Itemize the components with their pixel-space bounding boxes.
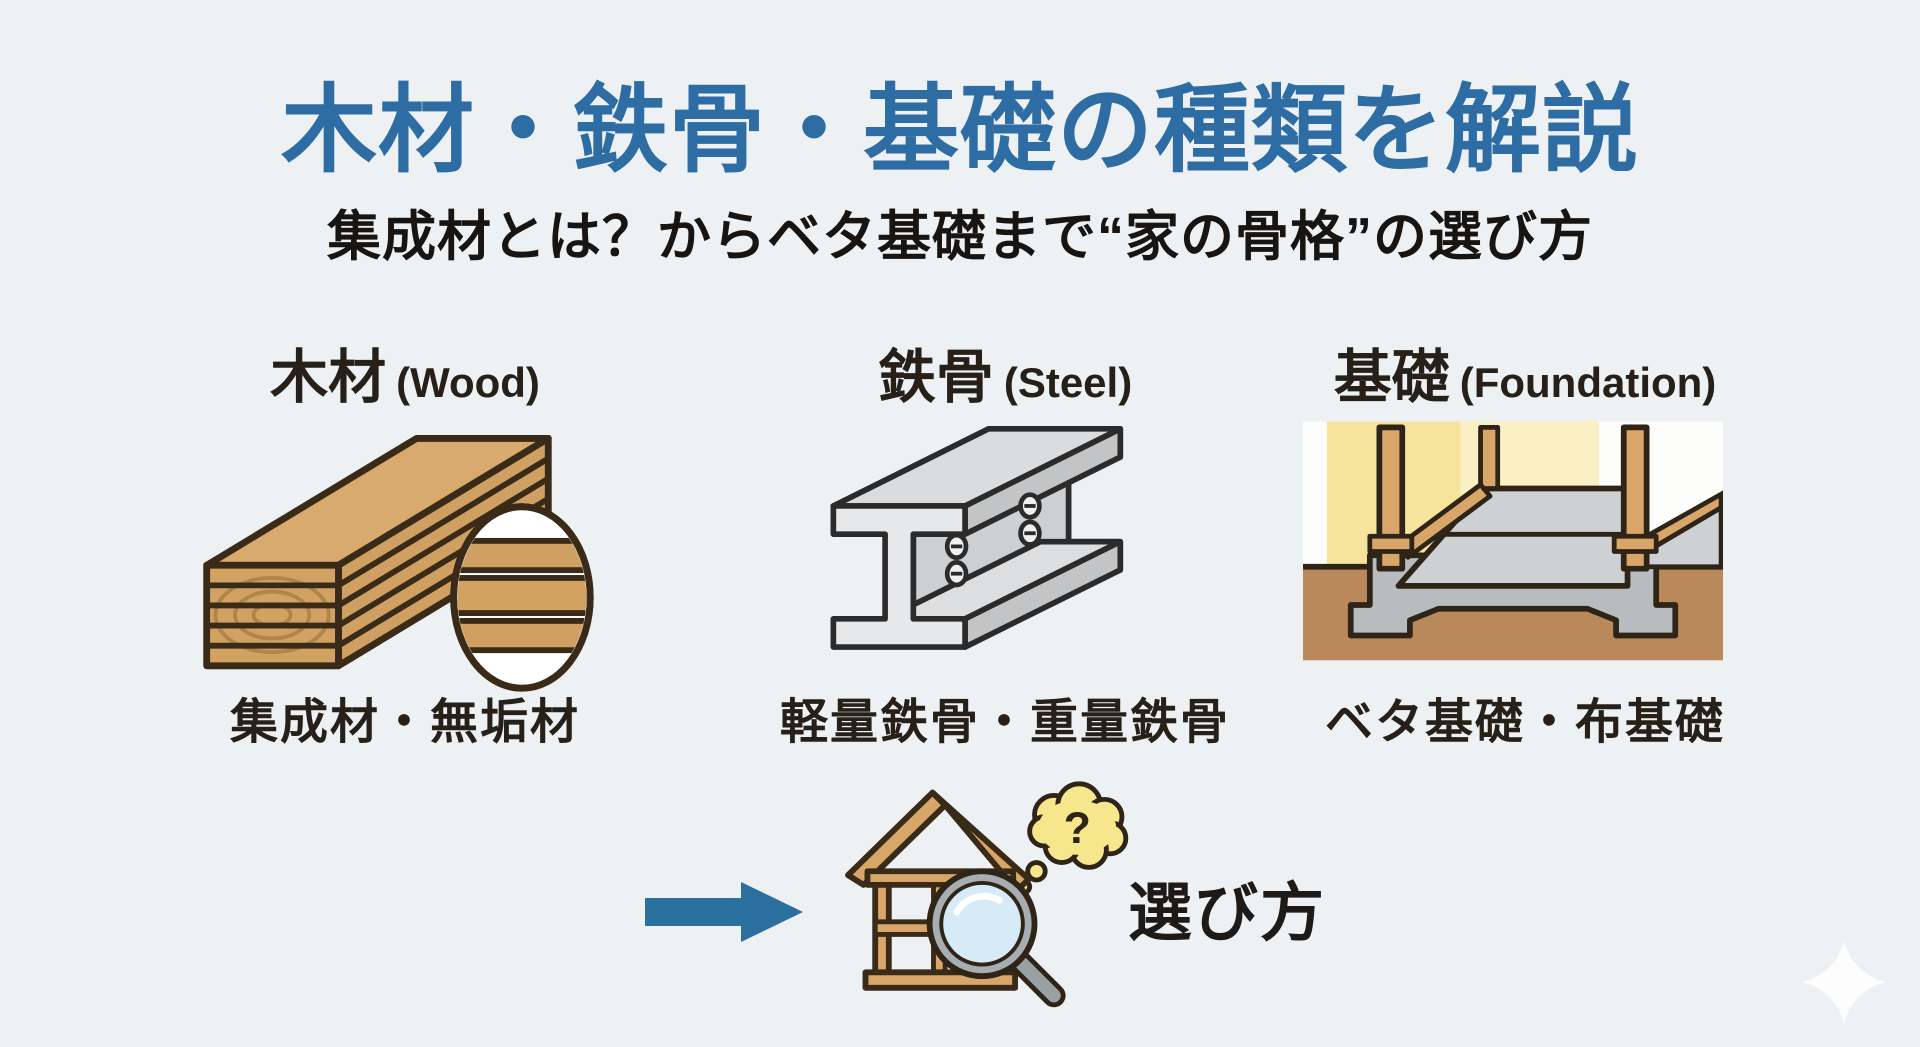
magnifier-icon bbox=[926, 868, 1066, 1008]
wood-caption: 集成材・無垢材 bbox=[229, 696, 580, 749]
page-subtitle: 集成材とは？からベタ基礎まで“家の骨格”の選び方 bbox=[327, 207, 1593, 267]
wood-heading-en: (Wood) bbox=[396, 359, 540, 406]
sparkle-icon bbox=[1802, 940, 1886, 1024]
foundation-heading-jp: 基礎 bbox=[1333, 345, 1450, 410]
steel-heading-en: (Steel) bbox=[1003, 359, 1133, 406]
steel-i-beam-icon bbox=[830, 425, 1124, 650]
steel-caption: 軽量鉄骨・重量鉄骨 bbox=[780, 696, 1231, 749]
wood-heading-jp: 木材 bbox=[270, 345, 387, 410]
wood-heading: 木材(Wood) bbox=[180, 330, 630, 414]
foundation-caption: ベタ基礎・布基礎 bbox=[1324, 696, 1725, 749]
page-title: 木材・鉄骨・基礎の種類を解説 bbox=[281, 77, 1639, 184]
foundation-section-icon bbox=[1303, 421, 1723, 661]
arrow-right-icon bbox=[645, 882, 803, 942]
house-inspection-icon: ? bbox=[845, 781, 1129, 1008]
steel-heading-jp: 鉄骨 bbox=[877, 345, 994, 410]
foundation-heading: 基礎(Foundation) bbox=[1300, 330, 1750, 414]
choose-label: 選び方 bbox=[1128, 877, 1326, 949]
steel-heading: 鉄骨(Steel) bbox=[780, 330, 1230, 414]
laminated-lumber-icon bbox=[203, 434, 594, 692]
question-mark: ? bbox=[1064, 804, 1091, 853]
thought-bubble-icon bbox=[1015, 781, 1129, 896]
foundation-heading-en: (Foundation) bbox=[1459, 359, 1717, 406]
